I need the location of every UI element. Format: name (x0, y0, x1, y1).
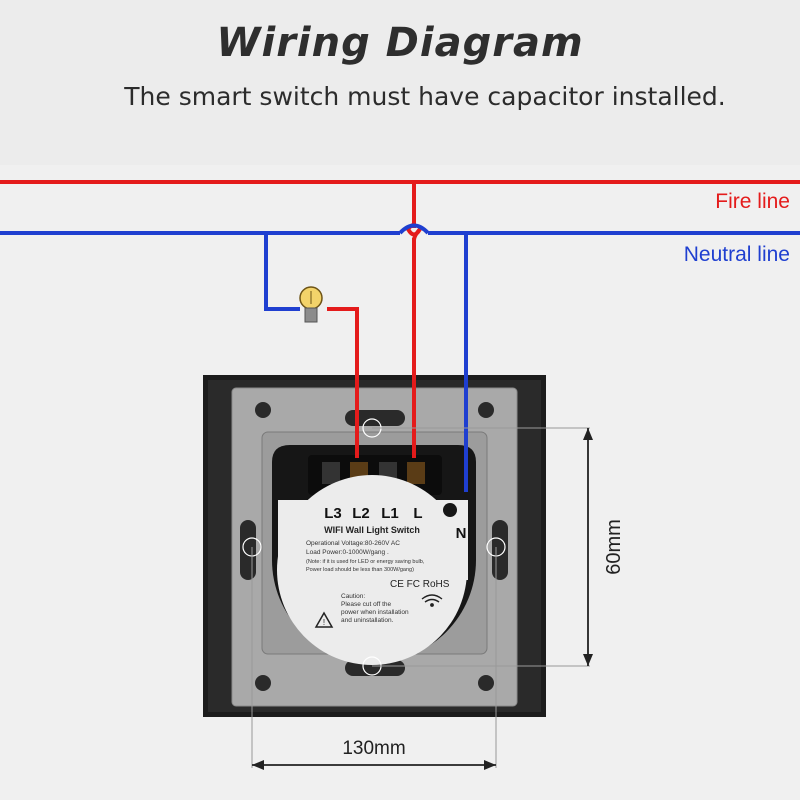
fire-line-label: Fire line (715, 190, 790, 213)
plate-slot (345, 410, 405, 426)
fire-line-wire (0, 180, 800, 458)
height-dimension-label: 60mm (603, 519, 625, 575)
warning-triangle-icon: ! (314, 611, 334, 628)
width-dimension-label: 130mm (342, 738, 405, 759)
spec-line: Load Power:0-1000W/gang . (306, 549, 389, 556)
neutral-line-wire (0, 223, 800, 492)
caution-line: Please cut off the (341, 601, 391, 608)
caution-title: Caution: (341, 593, 365, 600)
plate-hole (478, 402, 494, 418)
caution-line: power when installation (341, 609, 409, 616)
plate-hole (255, 675, 271, 691)
terminal-label: L2 (352, 505, 370, 522)
wifi-icon (421, 594, 443, 607)
caution-line: and uninstallation. (341, 617, 394, 624)
page-subtitle: The smart switch must have capacitor ins… (124, 82, 726, 111)
width-dimension (251, 547, 497, 770)
terminal-l3 (322, 462, 340, 484)
module-label-top (278, 500, 468, 580)
svg-text:!: ! (323, 618, 325, 627)
spec-line: (Note: if it is used for LED or energy s… (306, 559, 425, 565)
light-bulb-icon (299, 286, 323, 323)
terminal-l (407, 462, 425, 484)
plate-hole (255, 402, 271, 418)
certification-marks: CE FC RoHS (390, 579, 450, 590)
terminal-label: L3 (324, 505, 342, 522)
terminal-label: L1 (381, 505, 399, 522)
spec-line: Power load should be less than 300W/gang… (306, 567, 414, 573)
reset-hole (443, 503, 457, 517)
terminal-label: L (413, 505, 422, 522)
neutral-line-label: Neutral line (683, 243, 790, 266)
module-title: WIFI Wall Light Switch (324, 525, 420, 535)
plate-slot (240, 520, 256, 580)
plate-slot (492, 520, 508, 580)
height-dimension (372, 427, 593, 667)
neutral-terminal-label: N (456, 525, 467, 542)
plate-hole (478, 675, 494, 691)
page-title: Wiring Diagram (216, 20, 584, 66)
spec-line: Operational Voltage:80-260V AC (306, 540, 400, 547)
